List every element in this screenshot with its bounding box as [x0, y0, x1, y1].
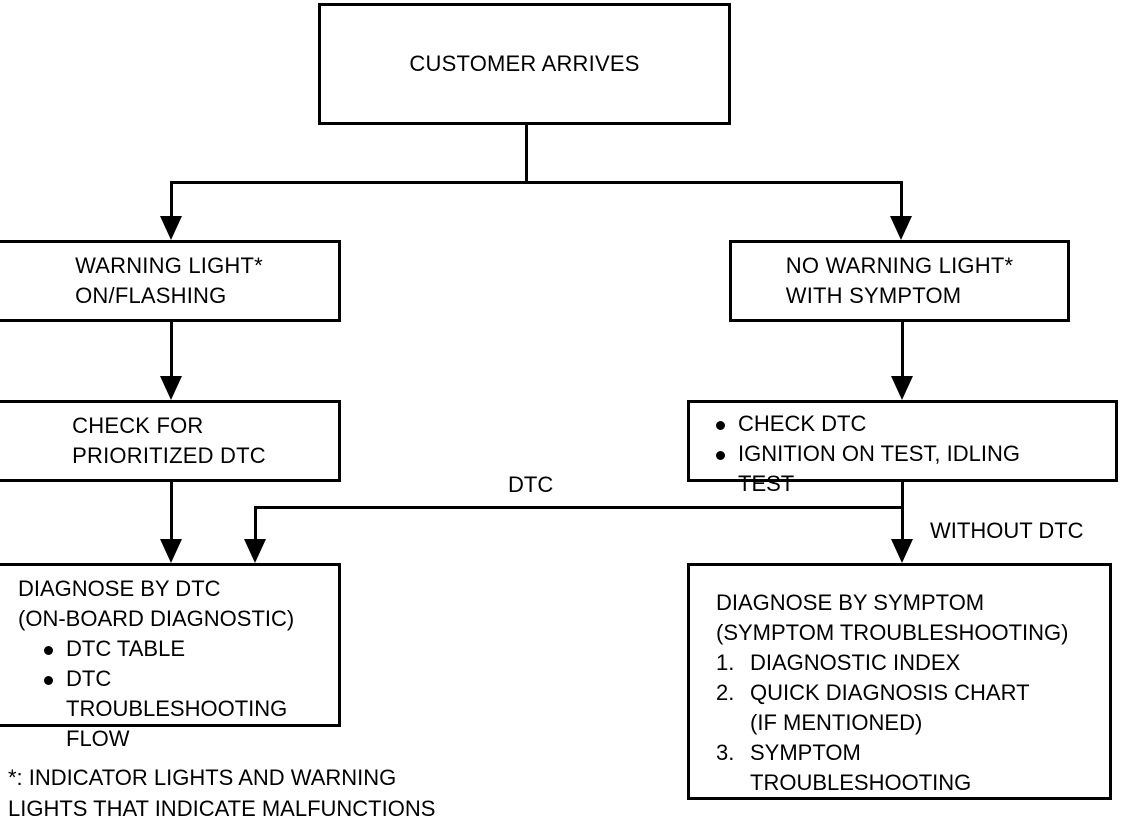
- arrowhead-to-warning-light: [160, 216, 182, 240]
- edge-label-dtc: DTC: [508, 472, 554, 497]
- footnote-asterisk-note: *: INDICATOR LIGHTS AND WARNING LIGHTS T…: [8, 765, 436, 821]
- connector-customer-arrives-stem: [525, 125, 528, 183]
- arrowhead-to-diagnose-by-dtc-left: [160, 539, 182, 563]
- node-check-dtc-tests: CHECK DTC IGNITION ON TEST, IDLING TEST: [687, 400, 1118, 496]
- list-item: 1. DIAGNOSTIC INDEX: [716, 648, 1109, 678]
- connector-dtc-branch-drop: [254, 506, 257, 541]
- list-item: 2. QUICK DIAGNOSIS CHART (IF MENTIONED): [716, 678, 1109, 738]
- list-item-text: QUICK DIAGNOSIS CHART (IF MENTIONED): [750, 680, 1030, 735]
- list-item: CHECK DTC: [708, 409, 1115, 439]
- connector-split-left-drop: [170, 181, 173, 221]
- edge-label-without-dtc: WITHOUT DTC: [930, 518, 1084, 543]
- connector-dtc-branch-horizontal: [254, 506, 904, 509]
- connector-split-right-drop: [900, 181, 903, 221]
- node-check-prioritized-dtc: CHECK FOR PRIORITIZED DTC: [0, 400, 341, 482]
- connector-warning-to-check-dtc: [170, 322, 173, 378]
- arrowhead-to-check-prioritized-dtc: [160, 376, 182, 400]
- node-customer-arrives-label: CUSTOMER ARRIVES: [409, 51, 640, 76]
- node-diagnose-by-dtc-list: DTC TABLE DTC TROUBLESHOOTING FLOW: [36, 634, 338, 754]
- list-item-text: SYMPTOM TROUBLESHOOTING: [750, 740, 972, 795]
- list-item-text: DIAGNOSTIC INDEX: [750, 650, 961, 675]
- arrowhead-to-no-warning-light: [890, 216, 912, 240]
- list-item-number: 1.: [716, 650, 735, 675]
- connector-without-dtc-drop: [901, 506, 904, 541]
- node-warning-light: WARNING LIGHT* ON/FLASHING: [0, 240, 341, 322]
- list-item-number: 3.: [716, 740, 735, 765]
- list-item: 3. SYMPTOM TROUBLESHOOTING: [716, 738, 1109, 798]
- arrowhead-to-check-dtc-tests: [891, 376, 913, 400]
- list-item-number: 2.: [716, 680, 735, 705]
- node-diagnose-by-dtc-heading: DIAGNOSE BY DTC (ON-BOARD DIAGNOSTIC): [18, 576, 295, 631]
- connector-no-warning-to-check-dtc-tests: [901, 322, 904, 378]
- node-diagnose-by-symptom-list: 1. DIAGNOSTIC INDEX 2. QUICK DIAGNOSIS C…: [716, 648, 1109, 798]
- node-warning-light-label: WARNING LIGHT* ON/FLASHING: [75, 253, 263, 308]
- list-item: DTC TROUBLESHOOTING FLOW: [36, 664, 338, 754]
- arrowhead-to-diagnose-by-symptom: [891, 539, 913, 563]
- connector-split-bus: [170, 181, 903, 184]
- arrowhead-to-diagnose-by-dtc-right: [244, 539, 266, 563]
- node-diagnose-by-dtc: DIAGNOSE BY DTC (ON-BOARD DIAGNOSTIC) DT…: [0, 563, 341, 751]
- node-customer-arrives: CUSTOMER ARRIVES: [318, 3, 731, 125]
- node-check-prioritized-dtc-label: CHECK FOR PRIORITIZED DTC: [72, 413, 266, 468]
- node-no-warning-light-label: NO WARNING LIGHT* WITH SYMPTOM: [785, 253, 1014, 308]
- node-no-warning-light: NO WARNING LIGHT* WITH SYMPTOM: [729, 240, 1070, 322]
- list-item: IGNITION ON TEST, IDLING TEST: [708, 439, 1115, 499]
- node-diagnose-by-symptom: DIAGNOSE BY SYMPTOM (SYMPTOM TROUBLESHOO…: [687, 563, 1112, 800]
- list-item: DTC TABLE: [36, 634, 338, 664]
- node-diagnose-by-symptom-heading: DIAGNOSE BY SYMPTOM (SYMPTOM TROUBLESHOO…: [716, 590, 1069, 645]
- connector-check-prioritized-to-diagnose-dtc: [170, 482, 173, 541]
- node-check-dtc-tests-list: CHECK DTC IGNITION ON TEST, IDLING TEST: [708, 409, 1115, 499]
